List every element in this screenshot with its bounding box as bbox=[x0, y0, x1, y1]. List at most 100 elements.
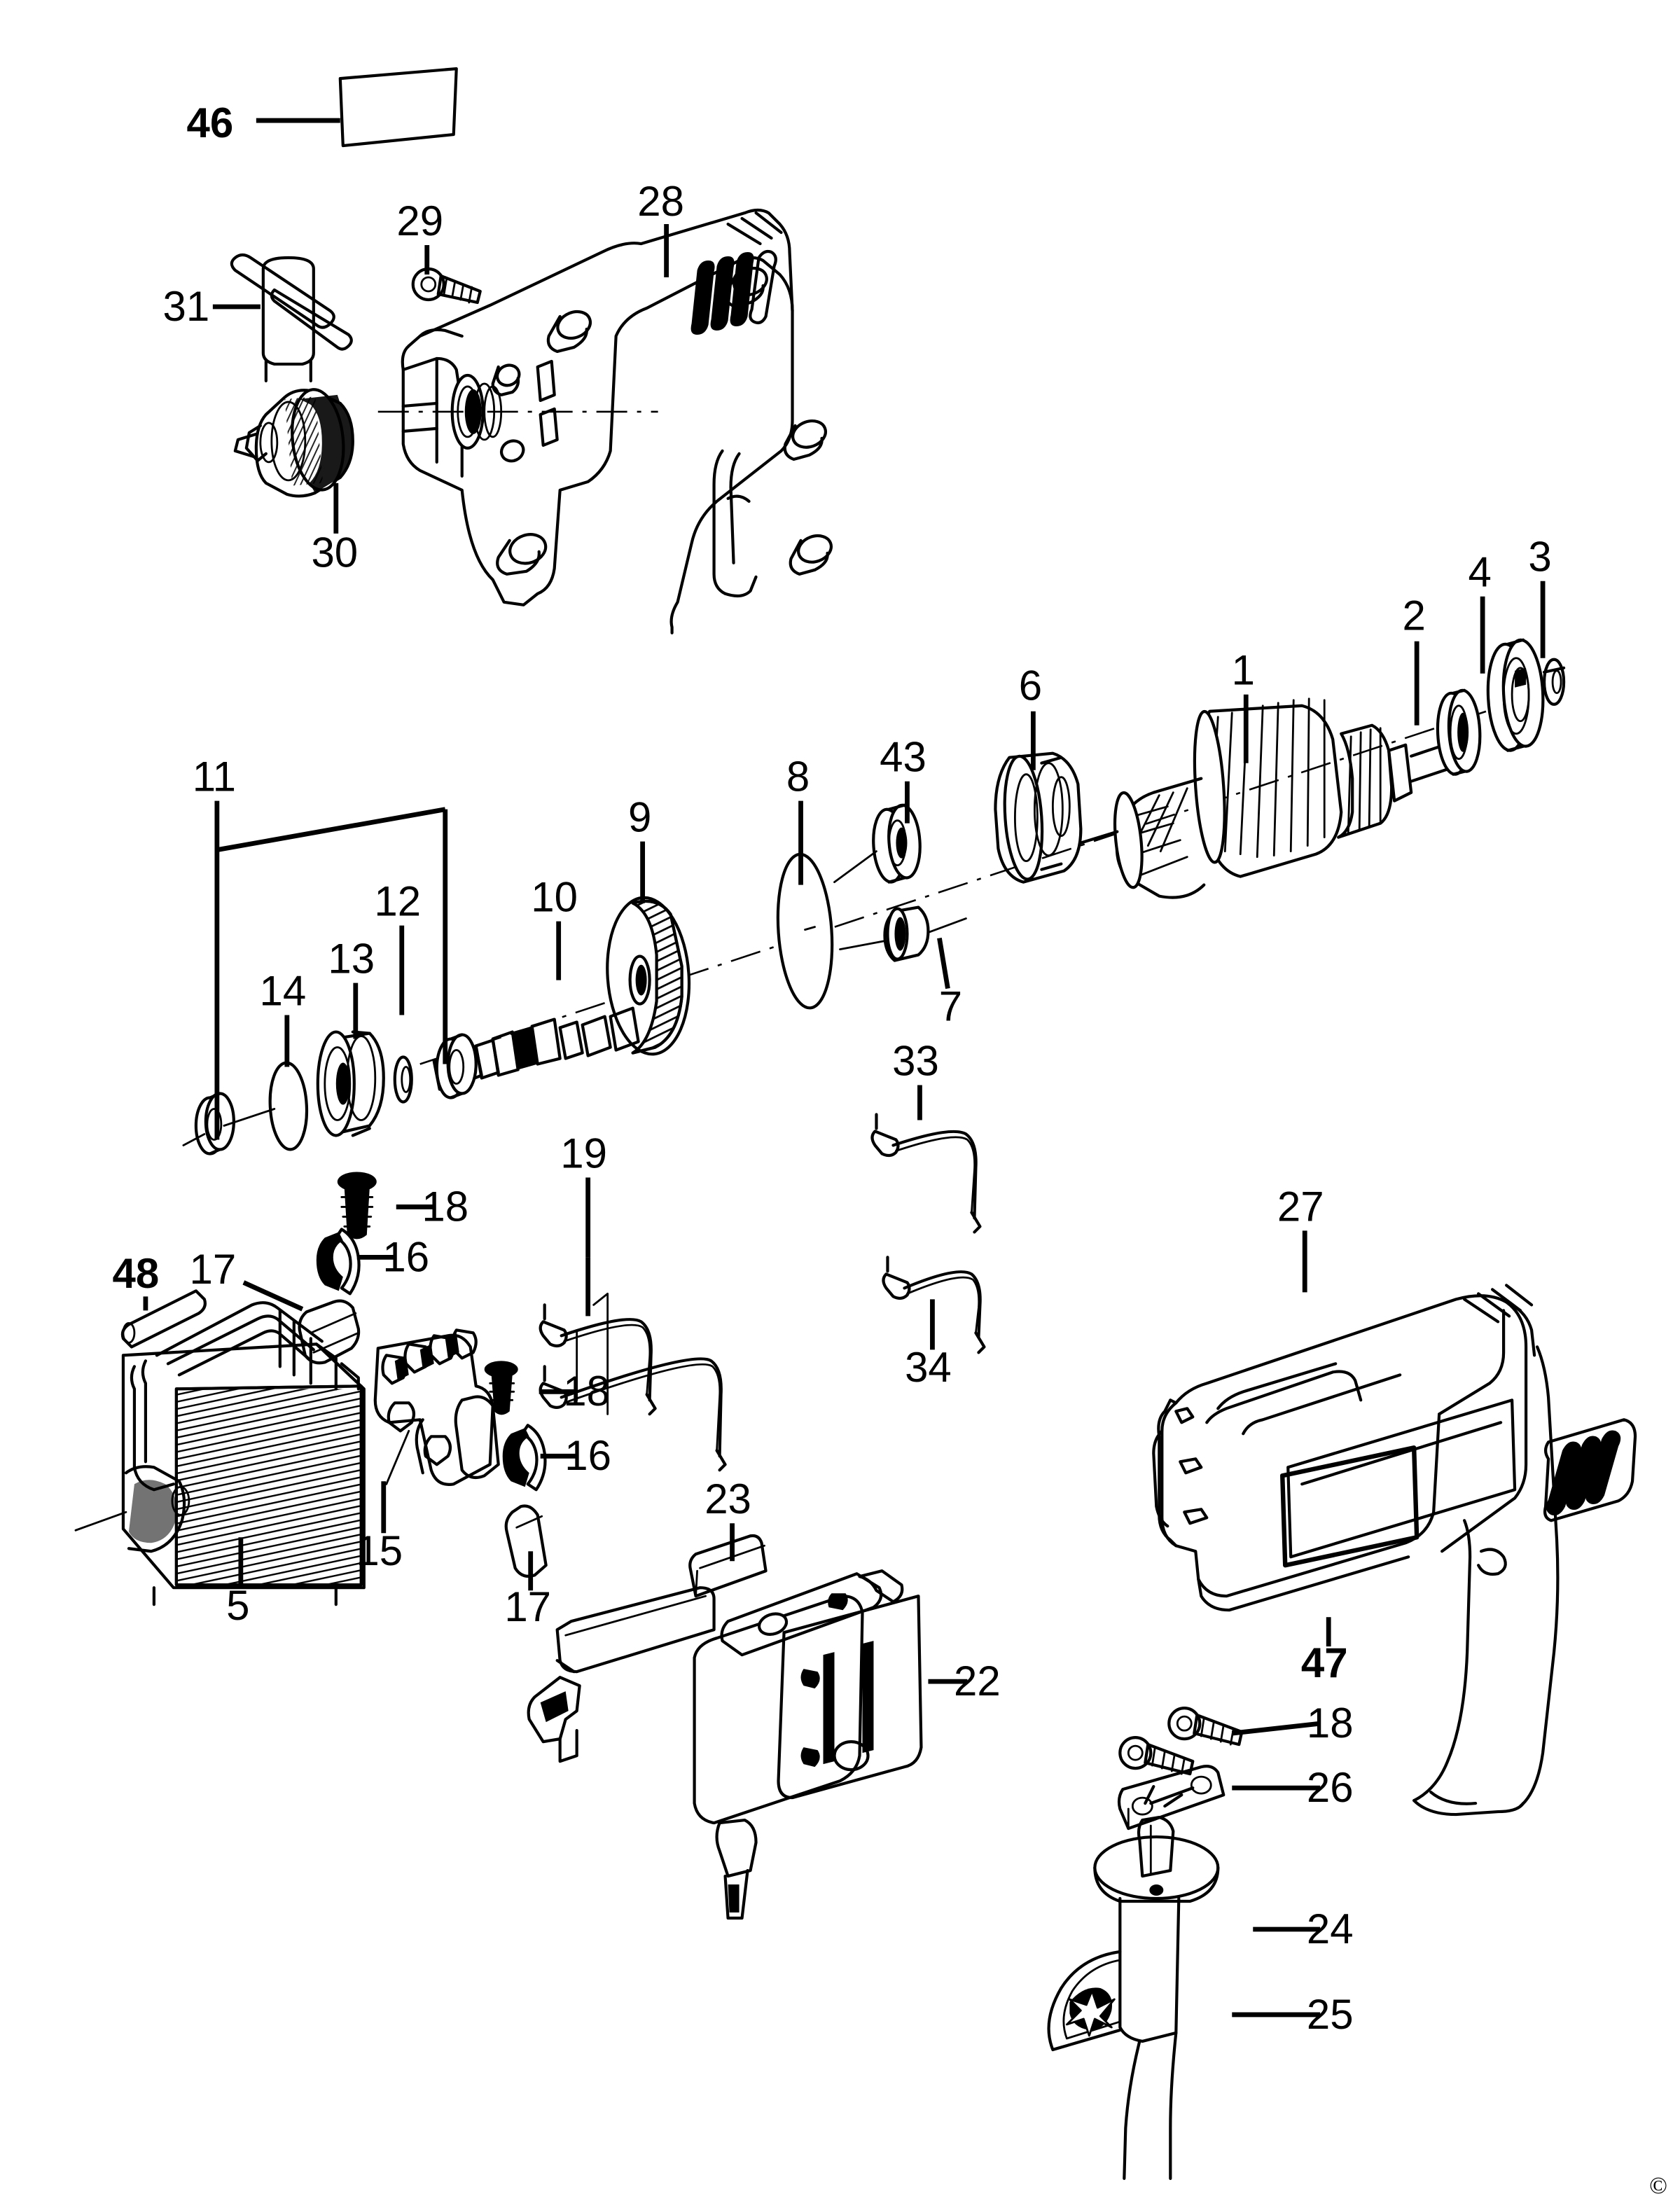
part-26-cord-clamp bbox=[1117, 1765, 1226, 1831]
part-43-needle-bearing bbox=[872, 803, 922, 884]
callout-16-16: 16 bbox=[356, 1233, 429, 1280]
callout-25-25: 25 bbox=[1232, 1991, 1354, 2038]
part-17-brush-cap-a bbox=[298, 1299, 361, 1365]
part-7-bushing bbox=[883, 905, 930, 962]
callout-31-31: 31 bbox=[163, 283, 261, 330]
part-28-housing-half-left bbox=[377, 208, 833, 634]
callout-number: 24 bbox=[1307, 1905, 1354, 1952]
part-15-brush-holder bbox=[373, 1328, 500, 1486]
callout-number: 23 bbox=[704, 1476, 751, 1522]
callout-2-2: 2 bbox=[1402, 592, 1426, 725]
part-7-leader-hook bbox=[839, 940, 886, 950]
callout-33-33: 33 bbox=[892, 1037, 939, 1120]
callout-number: 47 bbox=[1301, 1639, 1348, 1686]
callout-19-19: 19 bbox=[560, 1130, 607, 1258]
callout-48-48: 48 bbox=[113, 1250, 160, 1311]
callout-number: 43 bbox=[880, 734, 926, 781]
part-29-chuck-screw bbox=[411, 267, 482, 305]
part-46-nameplate bbox=[338, 67, 458, 148]
callout-number: 14 bbox=[259, 967, 306, 1014]
callout-28-28: 28 bbox=[637, 178, 684, 277]
callout-number: 19 bbox=[560, 1130, 607, 1176]
callout-18-18: 18 bbox=[396, 1183, 468, 1230]
callout-number: 13 bbox=[328, 935, 375, 982]
callout-12-12: 12 bbox=[374, 877, 421, 1015]
leader-line bbox=[242, 1280, 304, 1312]
callout-18-18b: 18 bbox=[539, 1368, 610, 1415]
callout-number: 16 bbox=[564, 1432, 611, 1479]
callout-3-3: 3 bbox=[1528, 534, 1552, 658]
part-19-wire-lead-pair bbox=[539, 1257, 727, 1472]
callout-number: 26 bbox=[1307, 1764, 1354, 1811]
callout-number: 16 bbox=[382, 1233, 429, 1280]
callout-13-13: 13 bbox=[328, 935, 375, 1039]
leader-line bbox=[937, 938, 950, 990]
callout-number: 9 bbox=[628, 794, 651, 841]
part-11-bracket bbox=[214, 800, 448, 1140]
part-30-drill-chuck bbox=[233, 388, 354, 498]
part-27-housing-half-right bbox=[1152, 1284, 1637, 1817]
callout-number: 15 bbox=[356, 1527, 403, 1574]
callout-number: 11 bbox=[193, 754, 236, 800]
part-22-trigger-switch bbox=[527, 1569, 923, 1920]
callout-number: 30 bbox=[311, 529, 358, 576]
part-9-gear bbox=[606, 896, 691, 1056]
callout-number: 18 bbox=[563, 1368, 610, 1415]
callout-number: 27 bbox=[1277, 1183, 1324, 1230]
callout-23-23: 23 bbox=[704, 1476, 751, 1562]
callout-29-29: 29 bbox=[396, 197, 443, 275]
motor-centreline bbox=[419, 688, 1555, 1065]
part-34-wire-lead bbox=[882, 1256, 986, 1354]
callout-number: 5 bbox=[226, 1582, 249, 1629]
callout-number: 33 bbox=[892, 1037, 939, 1084]
part-11-retaining-ring-left bbox=[182, 1092, 235, 1155]
part-4-bearing-large bbox=[1486, 638, 1545, 752]
callout-number: 10 bbox=[531, 873, 578, 920]
callout-number: 12 bbox=[374, 877, 421, 924]
part-8-fan-disc bbox=[776, 852, 834, 1010]
callout-1-1: 1 bbox=[1232, 647, 1255, 763]
callout-14-14: 14 bbox=[259, 967, 306, 1067]
callout-6-6: 6 bbox=[1019, 662, 1042, 770]
callout-number: 6 bbox=[1019, 662, 1042, 709]
callout-11-11: 11 bbox=[193, 754, 236, 800]
callout-22-22: 22 bbox=[928, 1658, 1001, 1704]
part-48-dowel-pin bbox=[120, 1289, 207, 1349]
callout-number: 25 bbox=[1307, 1991, 1354, 2038]
part-43-leader-hook bbox=[833, 850, 877, 884]
part-31-chuck-key bbox=[230, 253, 353, 383]
callout-7-7: 7 bbox=[937, 938, 962, 1029]
part-33-wire-lead bbox=[870, 1113, 982, 1234]
part-7-pointer bbox=[927, 917, 967, 934]
part-5-field-stator bbox=[74, 1301, 366, 1606]
part-47-rating-label bbox=[1280, 1445, 1419, 1568]
callout-30-30: 30 bbox=[311, 482, 358, 576]
callout-number: 46 bbox=[187, 99, 234, 146]
part-1-armature bbox=[1079, 697, 1472, 899]
callout-17-17b: 17 bbox=[504, 1551, 551, 1630]
callout-27-27: 27 bbox=[1277, 1183, 1324, 1293]
part-12-washer bbox=[393, 1055, 413, 1104]
callout-number: 48 bbox=[113, 1250, 160, 1297]
callout-4-4: 4 bbox=[1468, 549, 1492, 674]
callout-16-16b: 16 bbox=[540, 1432, 611, 1479]
part-17-brush-cap-b bbox=[504, 1504, 548, 1578]
callout-15-15: 15 bbox=[356, 1481, 403, 1574]
part-16-clip-b bbox=[502, 1424, 547, 1492]
callout-number: 17 bbox=[190, 1246, 237, 1293]
callout-number: 22 bbox=[954, 1658, 1001, 1704]
part-14-thrust-washer bbox=[268, 1061, 309, 1151]
callout-number: 28 bbox=[637, 178, 684, 225]
callout-46-46: 46 bbox=[187, 99, 340, 146]
part-25-power-cord bbox=[1123, 2031, 1178, 2180]
part-18-screw-cord-b bbox=[1167, 1707, 1244, 1747]
callout-18-18c: 18 bbox=[1231, 1700, 1354, 1747]
callout-number: 17 bbox=[504, 1583, 551, 1630]
callout-number: 1 bbox=[1232, 647, 1255, 694]
callout-number: 18 bbox=[422, 1183, 468, 1230]
callout-17-17: 17 bbox=[190, 1246, 304, 1312]
copyright-mark: © bbox=[1649, 2173, 1667, 2199]
callout-9-9: 9 bbox=[628, 794, 651, 903]
